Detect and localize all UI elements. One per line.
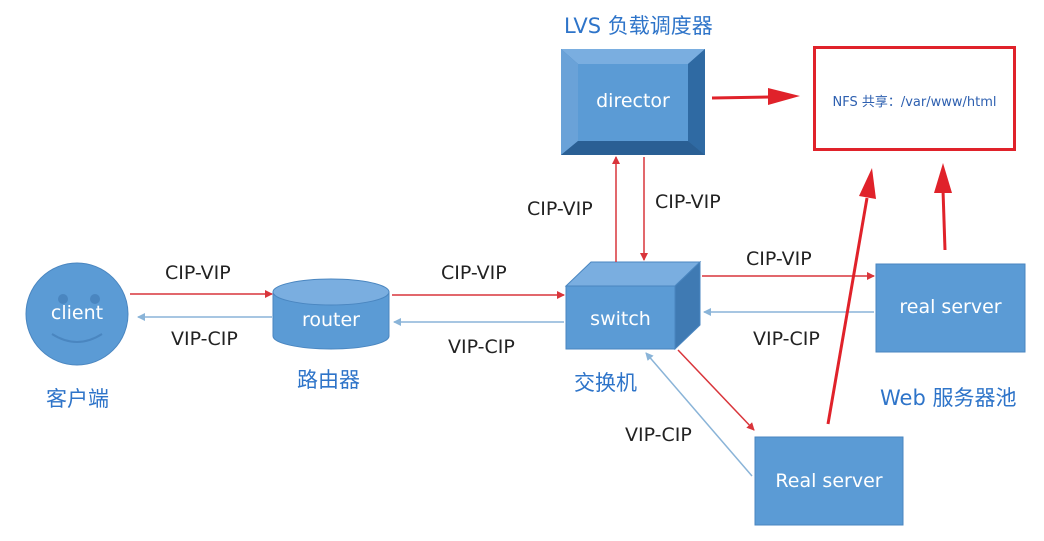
router-label: router	[301, 309, 360, 331]
director-node	[561, 49, 705, 155]
edge-label-client-router-req: CIP-VIP	[165, 262, 231, 284]
arrow-director-nfs	[711, 88, 800, 105]
edge-label-router-switch-req: CIP-VIP	[441, 262, 507, 284]
edge-label-switch-rs1-resp: VIP-CIP	[753, 328, 820, 350]
real-server-2-box	[754, 436, 904, 526]
switch-node	[564, 260, 702, 351]
switch-label: switch	[590, 308, 651, 330]
arrow-switch-rs2	[677, 349, 755, 431]
arrow-rs2-switch	[645, 352, 753, 477]
real-server-1-box	[875, 263, 1026, 353]
edge-label-client-router-resp: VIP-CIP	[171, 328, 238, 350]
arrow-rs1-nfs	[934, 163, 952, 251]
real-server-2-label: Real server	[775, 470, 883, 492]
nfs-share-label: NFS 共享：/var/www/html	[832, 95, 997, 110]
edge-label-switch-rs2-resp: VIP-CIP	[625, 424, 692, 446]
web-pool-caption: Web 服务器池	[880, 386, 1017, 410]
client-caption: 客户端	[46, 387, 109, 411]
client-label: client	[50, 302, 104, 324]
edge-label-switch-director: CIP-VIP	[527, 198, 593, 220]
client-node	[25, 262, 129, 366]
switch-caption: 交换机	[574, 371, 637, 395]
lvs-title: LVS 负载调度器	[564, 14, 713, 38]
router-caption: 路由器	[297, 368, 360, 392]
nfs-share-box: NFS 共享：/var/www/html	[813, 46, 1016, 151]
edge-label-switch-rs1-req: CIP-VIP	[746, 248, 812, 270]
router-node	[272, 278, 390, 350]
real-server-1-label: real server	[899, 296, 1002, 318]
edge-label-router-switch-resp: VIP-CIP	[448, 336, 515, 358]
edge-label-director-switch: CIP-VIP	[655, 191, 721, 213]
arrow-rs2-nfs	[826, 168, 876, 425]
director-label: director	[596, 90, 670, 112]
